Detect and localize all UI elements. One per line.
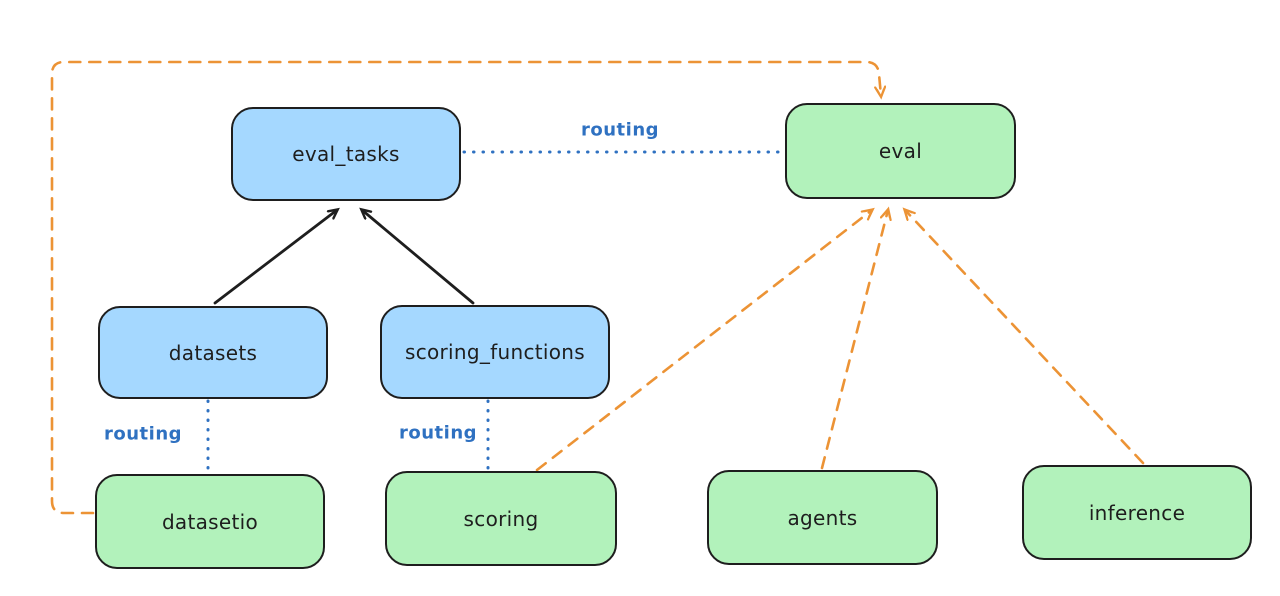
edge-datasetio-to-eval [50,60,881,515]
node-scoring: scoring [385,471,617,566]
edge-datasets-to-eval_tasks [213,210,337,305]
node-eval_tasks-label: eval_tasks [292,142,400,166]
node-eval-label: eval [878,139,923,163]
node-datasets-label: datasets [168,340,258,365]
edge-agents-to-eval [820,210,888,470]
node-eval: eval [785,103,1016,199]
node-datasetio-label: datasetio [161,509,259,534]
edge-label-routing-scoring_functions-scoring: routing [398,422,478,444]
node-inference-label: inference [1088,500,1186,525]
node-agents: agents [707,470,938,565]
edge-scoring-to-eval [535,210,872,472]
edge-label-routing-datasets-datasetio: routing [103,423,183,445]
node-inference: inference [1022,465,1252,560]
node-scoring_functions-label: scoring_functions [404,340,586,364]
node-agents-label: agents [787,505,858,530]
node-scoring-label: scoring [463,506,539,531]
edge-inference-to-eval [905,210,1145,465]
node-datasetio: datasetio [95,474,325,569]
edge-scoring_functions-to-eval_tasks [362,210,475,305]
node-datasets: datasets [98,306,328,399]
edge-label-routing-eval_tasks-eval: routing [580,119,660,141]
node-scoring_functions: scoring_functions [380,305,610,399]
node-eval_tasks: eval_tasks [231,107,461,201]
